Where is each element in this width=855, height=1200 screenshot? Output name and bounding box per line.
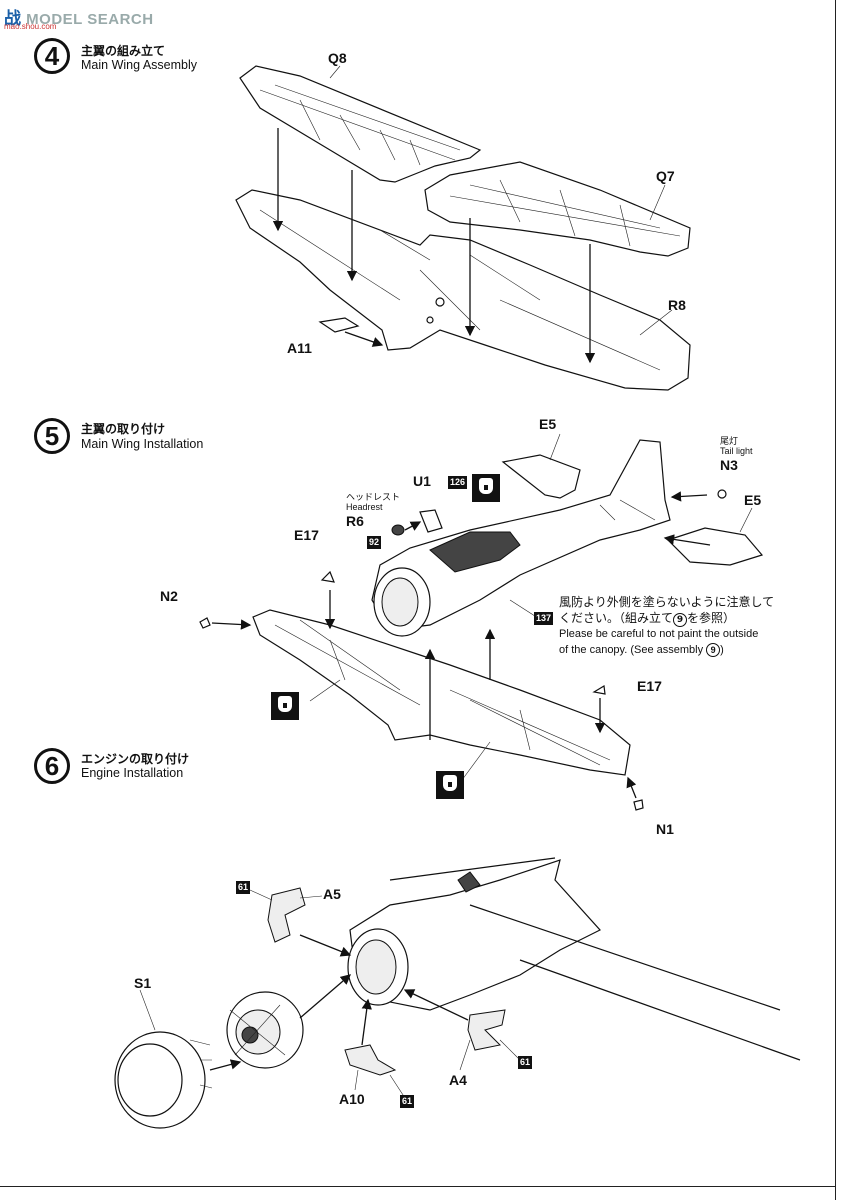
part-n1-drawing [633, 799, 644, 811]
part-q7-drawing [424, 161, 691, 257]
step-4-number: 4 [34, 38, 70, 74]
assembly-ref-circle: 9 [673, 613, 688, 627]
part-n3-drawing [717, 489, 727, 499]
tail-light-en: Tail light [720, 446, 753, 456]
part-e5-top-drawing [501, 454, 581, 499]
label-s1: S1 [134, 975, 152, 991]
paint-icon-canopy [472, 474, 500, 502]
paint-code-126: 126 [448, 476, 468, 489]
canopy-note-en-post: ) [720, 644, 724, 656]
canopy-note-jp-pre: ください。（組み立て [559, 611, 674, 625]
paint-code-61-a5: 61 [236, 881, 251, 894]
part-a11-drawing [318, 317, 360, 333]
part-e17-left-drawing [320, 570, 335, 583]
label-n3: N3 [720, 457, 738, 473]
label-e17-left: E17 [294, 527, 319, 543]
step-4-title-jp: 主翼の組み立て [81, 44, 166, 58]
label-a11: A11 [287, 340, 312, 356]
paint-icon-wing-left [271, 692, 299, 720]
page-border-bottom [0, 1186, 836, 1187]
headrest-en: Headrest [346, 502, 383, 512]
label-a5: A5 [323, 886, 341, 902]
watermark-logo: 战 [4, 9, 22, 28]
step-5-number: 5 [34, 418, 70, 454]
step-6-number: 6 [34, 748, 70, 784]
canopy-note-en-line2: of the canopy. (See assembly 9) [559, 642, 789, 658]
paint-code-61-a4: 61 [518, 1056, 533, 1069]
label-n1: N1 [656, 821, 674, 837]
canopy-note-jp-line1: 風防より外側を塗らないように注意して [559, 595, 775, 609]
part-s1-drawing [114, 1031, 213, 1129]
paint-icon-wing-right [436, 771, 464, 799]
canopy-note-en: Please be careful to not paint the outsi… [559, 626, 789, 658]
paint-code-92: 92 [367, 536, 382, 549]
part-e17-right-drawing [592, 685, 606, 695]
part-a4-drawing [467, 1009, 506, 1051]
part-e5-right-drawing [666, 527, 764, 566]
part-r6-drawing [391, 524, 405, 536]
main-wing-drawing [252, 609, 631, 776]
headrest-jp: ヘッドレスト [346, 493, 401, 503]
canopy-note-en-pre: of the canopy. (See assembly [559, 644, 704, 656]
label-e5-right: E5 [744, 492, 762, 508]
label-u1: U1 [413, 473, 431, 489]
step-5-title-jp: 主翼の取り付け [81, 422, 166, 436]
label-q8: Q8 [328, 50, 347, 66]
watermark-url: mao.shou.com [4, 22, 57, 31]
watermark-brand: MODEL SEARCH [26, 11, 154, 28]
label-a10: A10 [339, 1091, 365, 1107]
label-r8: R8 [668, 297, 686, 313]
step-5-title-en: Main Wing Installation [81, 437, 204, 451]
step-6-title-en: Engine Installation [81, 766, 184, 780]
step-4-title-en: Main Wing Assembly [81, 58, 198, 72]
label-e17-right: E17 [637, 678, 662, 694]
step-6-title-jp: エンジンの取り付け [81, 752, 190, 766]
tail-light-jp: 尾灯 [720, 437, 739, 447]
label-q7: Q7 [656, 168, 675, 184]
label-e5-top: E5 [539, 416, 557, 432]
paint-code-137: 137 [534, 612, 554, 625]
fuselage-drawing [371, 439, 671, 637]
page-border-right [835, 0, 836, 1200]
part-a10-drawing [344, 1044, 397, 1076]
part-r8-drawing [235, 189, 691, 391]
label-a4: A4 [449, 1072, 467, 1088]
paint-code-61-a10: 61 [400, 1095, 415, 1108]
canopy-note-jp-post: を参照） [687, 611, 736, 625]
watermark: 战 MODEL SEARCH mao.shou.com [4, 4, 154, 31]
assembly-ref-circle-en: 9 [706, 643, 721, 657]
part-u1-drawing [419, 509, 443, 533]
label-n2: N2 [160, 588, 178, 604]
part-n2-drawing [199, 617, 211, 629]
label-r6: R6 [346, 513, 364, 529]
part-q8-drawing [239, 65, 482, 183]
part-a5-drawing [267, 887, 306, 943]
radial-engine-drawing [226, 991, 304, 1069]
engine-section-drawing [347, 857, 801, 1061]
canopy-note-en-line1: Please be careful to not paint the outsi… [559, 628, 759, 640]
